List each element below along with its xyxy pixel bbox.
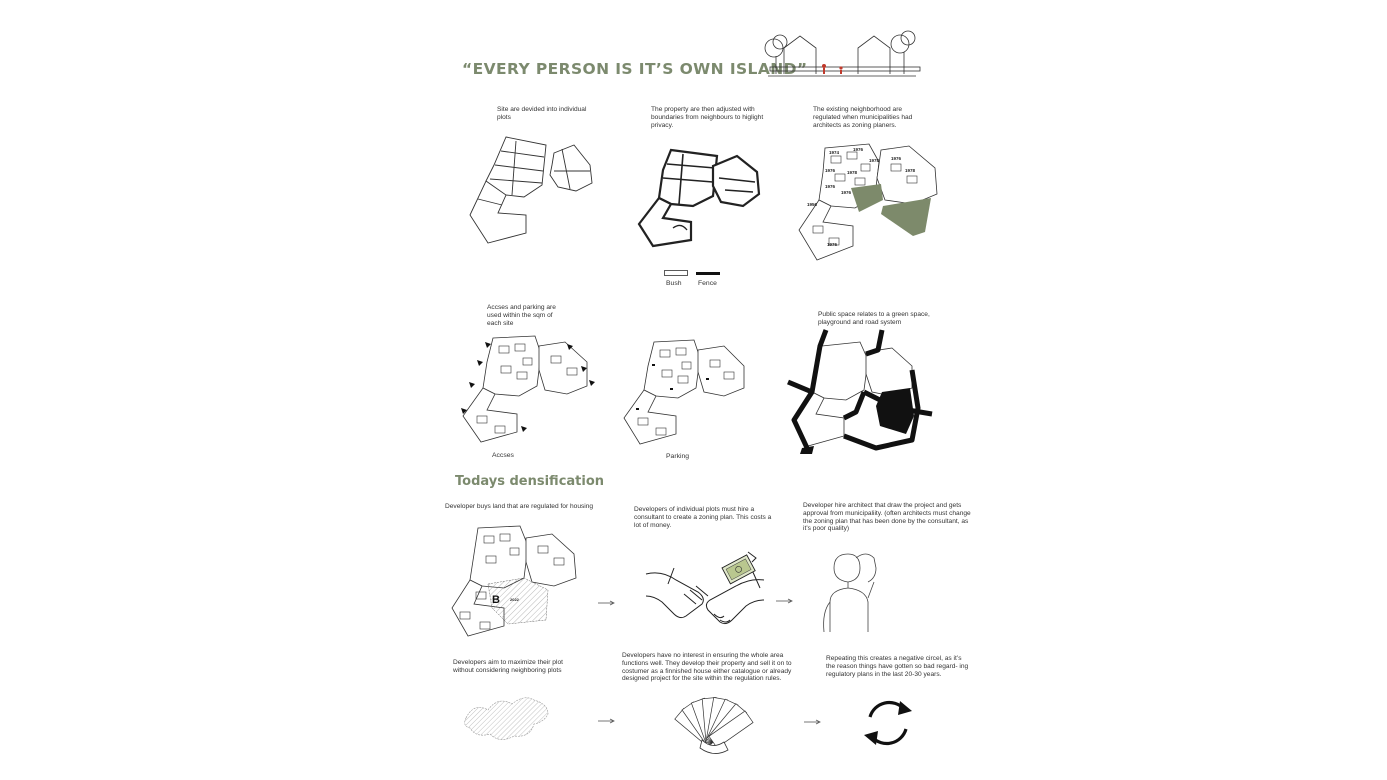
page-title: “EVERY PERSON IS IT’S OWN ISLAND”: [462, 60, 808, 78]
legend-fence-swatch: [696, 272, 720, 275]
caption-architect: Developer hire architect that draw the p…: [803, 502, 971, 533]
access-label: Accses: [492, 452, 514, 459]
caption-boundaries: The property are then adjusted with boun…: [651, 106, 764, 129]
caption-no-interest: Developers have no interest in ensuring …: [622, 652, 792, 683]
year-label: 1976: [825, 168, 836, 173]
caption-plots: Site are devided into individual plots: [497, 106, 587, 121]
legend-bush-swatch: [664, 270, 688, 276]
arrow-icon: [598, 600, 615, 606]
parking-diagram: [623, 339, 745, 445]
plot-letter: B: [492, 594, 500, 606]
year-label: 1956: [807, 202, 818, 207]
caption-consultant: Developers of individual plots must hire…: [634, 506, 772, 529]
arrow-icon: [804, 719, 821, 725]
legend-bush-label: Bush: [666, 280, 682, 287]
year-label: 1976: [853, 147, 864, 152]
plots-diagram: [469, 136, 593, 244]
year-label: 1978: [905, 168, 916, 173]
cycle-arrows-icon: [864, 700, 912, 746]
arrow-icon: [598, 718, 615, 724]
year-label: 1974: [829, 150, 840, 155]
regulated-neighborhood-diagram: 1974 1976 1978 1976 1978 1976 1978 1976 …: [798, 143, 938, 261]
developer-land-diagram: B 2022: [451, 525, 577, 637]
house-catalogue-icon: [674, 697, 754, 754]
year-label: 1976: [891, 156, 902, 161]
architect-figure-icon: [823, 553, 877, 633]
access-diagram: [461, 335, 595, 443]
year-label: 1978: [847, 170, 858, 175]
year-label: 1976: [825, 184, 836, 189]
caption-negative-circle: Repeating this creates a negative circel…: [826, 655, 969, 678]
caption-access: Accses and parking are used within the s…: [487, 304, 556, 327]
parking-label: Parking: [666, 453, 690, 460]
public-space-diagram: [787, 329, 933, 454]
maximized-plot-diagram: [464, 697, 549, 740]
caption-developer-buys: Developer buys land that are regulated f…: [445, 503, 594, 510]
caption-public-space: Public space relates to a green space, p…: [818, 311, 930, 326]
legend-fence-label: Fence: [698, 280, 717, 287]
caption-maximize: Developers aim to maximize their plot wi…: [453, 659, 563, 674]
header-section-illustration: [764, 30, 921, 77]
boundaries-diagram: [637, 148, 761, 248]
year-label: 1978: [869, 158, 880, 163]
year-label: 1976: [827, 242, 838, 247]
plot-year: 2022: [510, 597, 520, 602]
year-label: 1976: [841, 190, 852, 195]
caption-regulated: The existing neighborhood are regulated …: [813, 106, 913, 129]
section-title-todays-densification: Todays densification: [455, 474, 605, 489]
arrow-icon: [776, 598, 793, 604]
handshake-money-icon: [645, 551, 765, 625]
